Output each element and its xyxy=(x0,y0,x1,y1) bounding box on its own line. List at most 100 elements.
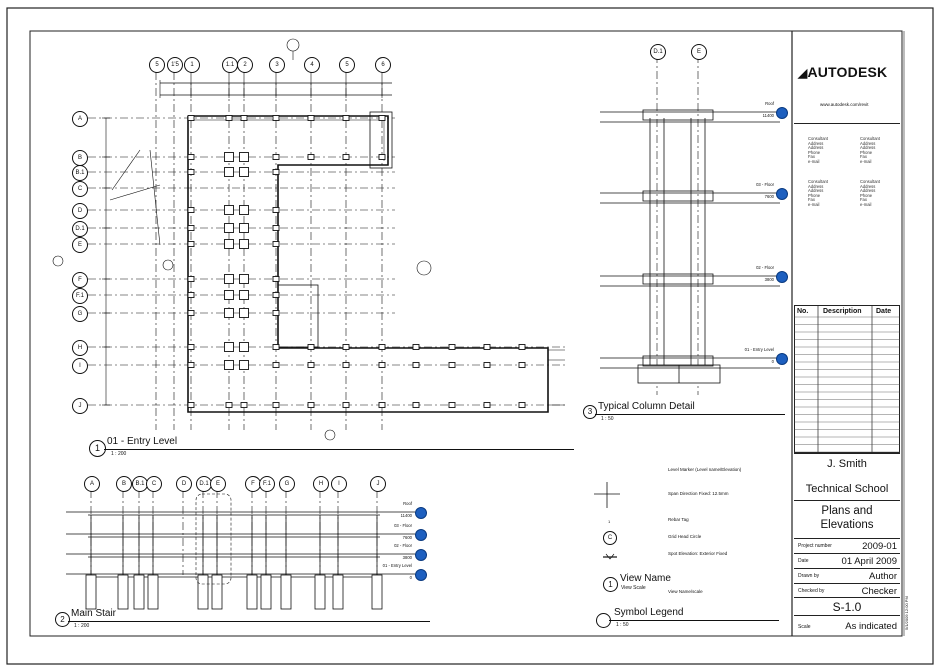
plan-column xyxy=(187,362,195,368)
stair-grid-head-A[interactable]: A xyxy=(84,476,100,492)
rev-header-no: No. xyxy=(797,308,809,315)
column-level-name: 01 - Entry Level xyxy=(744,347,774,352)
level-marker-icon[interactable] xyxy=(776,271,788,283)
plan-column xyxy=(187,310,195,316)
plan-column xyxy=(448,344,456,350)
plan-column xyxy=(239,274,249,284)
plan-column xyxy=(187,402,195,408)
stair-grid-head-G[interactable]: G xyxy=(279,476,295,492)
plan-column xyxy=(225,115,233,121)
plan-grid-head-5[interactable]: 5 xyxy=(149,57,165,73)
scale-label: Scale xyxy=(798,624,811,630)
plan-column xyxy=(187,225,195,231)
level-marker-icon[interactable] xyxy=(415,507,427,519)
plan-column xyxy=(378,344,386,350)
plan-column xyxy=(342,362,350,368)
plan-grid-head-E[interactable]: E xyxy=(72,237,88,253)
plan-column xyxy=(224,290,234,300)
column-level-name: 02 - Floor xyxy=(756,265,774,270)
plan-grid-head-1'5[interactable]: 1'5 xyxy=(167,57,183,73)
span-direction-symbol xyxy=(594,482,620,508)
plan-column xyxy=(412,402,420,408)
plan-grid-head-D[interactable]: D xyxy=(72,203,88,219)
plan-grid-head-D.1[interactable]: D.1 xyxy=(72,221,88,237)
level-marker-icon[interactable] xyxy=(776,188,788,200)
plan-column xyxy=(307,402,315,408)
plan-grid-head-4[interactable]: 4 xyxy=(304,57,320,73)
date-row: Date 01 April 2009 xyxy=(794,553,900,569)
legend-spot-elevation-text: Spot Elevation: Exterior Fixed xyxy=(668,551,728,556)
plan-column xyxy=(412,344,420,350)
plan-column xyxy=(187,241,195,247)
plan-column xyxy=(307,154,315,160)
level-marker-icon[interactable] xyxy=(776,107,788,119)
plan-grid-head-C[interactable]: C xyxy=(72,181,88,197)
plan-grid-head-3[interactable]: 3 xyxy=(269,57,285,73)
stair-grid-head-E[interactable]: E xyxy=(210,476,226,492)
plan-column xyxy=(272,276,280,282)
column-beam xyxy=(642,273,714,285)
plan-grid-head-J[interactable]: J xyxy=(72,398,88,414)
stair-grid-head-F.1[interactable]: F.1 xyxy=(259,476,275,492)
stair-pile xyxy=(260,574,272,610)
plan-column xyxy=(272,154,280,160)
plan-column xyxy=(239,205,249,215)
stair-pile xyxy=(197,574,209,610)
plan-column xyxy=(224,223,234,233)
client-name: J. Smith xyxy=(827,458,867,470)
plan-grid-head-6[interactable]: 6 xyxy=(375,57,391,73)
entry-level-plan xyxy=(52,38,565,441)
stair-grid-head-C[interactable]: C xyxy=(146,476,162,492)
legend-rebar-tag-text: Rebar Tag xyxy=(668,517,689,522)
plan-column xyxy=(378,362,386,368)
stair-level-value: 0 xyxy=(409,575,412,580)
plan-grid-head-F.1[interactable]: F.1 xyxy=(72,288,88,304)
view-name: Typical Column Detail xyxy=(598,401,695,412)
view-scale: 1 : 50 xyxy=(601,416,614,422)
plan-grid-head-1[interactable]: 1 xyxy=(184,57,200,73)
date-label: Date xyxy=(798,558,809,564)
level-marker-icon[interactable] xyxy=(415,529,427,541)
stair-pile xyxy=(147,574,159,610)
project-number-value: 2009-01 xyxy=(862,541,897,552)
level-marker-icon[interactable] xyxy=(415,549,427,561)
stair-grid-head-H[interactable]: H xyxy=(313,476,329,492)
column-beam xyxy=(642,190,714,202)
stair-grid-head-D[interactable]: D xyxy=(176,476,192,492)
plan-grid-head-H[interactable]: H xyxy=(72,340,88,356)
plan-grid-head-G[interactable]: G xyxy=(72,306,88,322)
plan-column xyxy=(272,225,280,231)
checked-by-label: Checked by xyxy=(798,588,825,594)
plan-grid-head-B.1[interactable]: B.1 xyxy=(72,165,88,181)
drawn-by-value: Author xyxy=(869,571,897,582)
plan-grid-head-2[interactable]: 2 xyxy=(237,57,253,73)
stair-grid-head-B[interactable]: B xyxy=(116,476,132,492)
plan-grid-head-A[interactable]: A xyxy=(72,111,88,127)
stair-grid-head-I[interactable]: I xyxy=(331,476,347,492)
column-level-name: Roof xyxy=(765,101,774,106)
drawn-by-label: Drawn by xyxy=(798,573,820,579)
column-grid-head-D.1[interactable]: D.1 xyxy=(650,44,666,60)
column-grid-head-E[interactable]: E xyxy=(691,44,707,60)
plan-column xyxy=(239,223,249,233)
plan-column xyxy=(483,402,491,408)
level-marker-icon[interactable] xyxy=(415,569,427,581)
website-text: www.autodesk.com/revit xyxy=(820,102,869,107)
typical-column-detail xyxy=(600,55,780,395)
plan-column xyxy=(239,167,249,177)
level-marker-icon[interactable] xyxy=(776,353,788,365)
stair-grid-head-J[interactable]: J xyxy=(370,476,386,492)
plan-grid-head-I[interactable]: I xyxy=(72,358,88,374)
stair-pile xyxy=(211,574,223,610)
stair-grid-head-D.1[interactable]: D.1 xyxy=(196,476,212,492)
plan-grid-head-F[interactable]: F xyxy=(72,272,88,288)
view-scale: 1 : 200 xyxy=(74,623,90,629)
plan-column xyxy=(272,402,280,408)
legend-view-name: View Name xyxy=(620,573,671,584)
plan-grid-head-5[interactable]: 5 xyxy=(339,57,355,73)
